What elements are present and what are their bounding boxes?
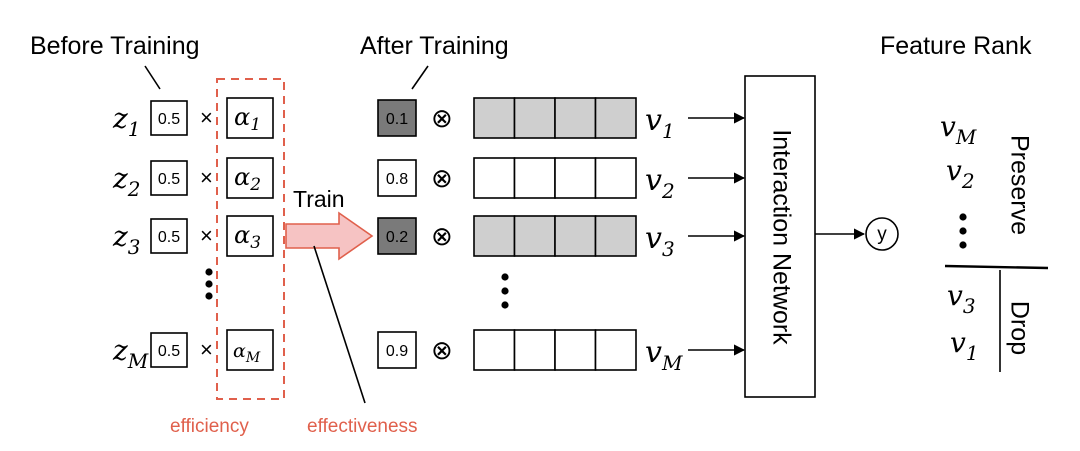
- otimes-symbol: ⊗: [431, 221, 453, 251]
- embedding-cell: [594, 215, 637, 257]
- embedding-cell: [513, 329, 556, 371]
- before-training-callout: [144, 65, 161, 90]
- embedding-cell: [513, 97, 556, 139]
- initial-gate-box: [150, 332, 188, 368]
- efficiency-dashed-box: [216, 78, 285, 400]
- trained-weight-box: [377, 217, 417, 255]
- feature-z-label: z1: [112, 102, 141, 141]
- effectiveness-callout: [313, 245, 366, 404]
- output-label: y: [877, 224, 887, 245]
- trained-weight-box: [377, 331, 417, 369]
- embedding-cell: [554, 215, 597, 257]
- embedding-cell: [594, 329, 637, 371]
- multiply-symbol: ×: [200, 105, 213, 130]
- trained-weight-value: 0.2: [386, 229, 408, 246]
- middle-ellipsis: [501, 273, 509, 309]
- rank-drop-item-0: v3: [947, 279, 976, 318]
- embedding-cell: [473, 97, 516, 139]
- rank-ellipsis: [959, 213, 967, 249]
- rank-preserve-item-1: v2: [946, 154, 975, 193]
- multiply-symbol: ×: [200, 337, 213, 362]
- rank-preserve-item-0: vM: [940, 110, 977, 149]
- alpha-label: α2: [234, 163, 261, 195]
- preserve-list: vM v2: [940, 110, 977, 193]
- trained-weight-value: 0.1: [386, 111, 408, 128]
- drop-list: v3 v1: [947, 279, 979, 365]
- alpha-label: α1: [234, 103, 261, 135]
- trained-weight-box: [377, 159, 417, 197]
- embedding-cell: [554, 157, 597, 199]
- after-training-label: After Training: [360, 32, 509, 60]
- initial-gate-value: 0.5: [158, 111, 180, 128]
- interaction-network-label: Interaction Network: [767, 129, 795, 345]
- embedding-cell: [473, 215, 516, 257]
- alpha-label: α3: [234, 221, 261, 253]
- feature-z-label: zM: [112, 334, 149, 373]
- otimes-symbol: ⊗: [431, 335, 453, 365]
- initial-gate-box: [150, 100, 188, 136]
- trained-weight-value: 0.9: [386, 343, 408, 360]
- alpha-box: [226, 157, 274, 199]
- trained-weight-value: 0.8: [386, 171, 408, 188]
- feature-rows: z1 0.5 × α1 0.1 ⊗ v1 z2 0.5 × α2 0.8 ⊗ v2 z3 0.5 × α3 0.2 ⊗…: [112, 97, 746, 375]
- train-label: Train: [293, 186, 345, 212]
- feature-z-label: z2: [112, 162, 141, 201]
- embedding-v-label: v1: [645, 103, 675, 143]
- alpha-box: [226, 215, 274, 257]
- embedding-cell: [594, 157, 637, 199]
- alpha-box: [226, 329, 274, 371]
- effectiveness-label: effectiveness: [307, 416, 418, 437]
- feature-row: z2 0.5 × α2 0.8 ⊗ v2: [112, 157, 746, 203]
- embedding-cell: [513, 157, 556, 199]
- initial-gate-value: 0.5: [158, 171, 180, 188]
- embedding-cell: [594, 97, 637, 139]
- preserve-label: Preserve: [1005, 135, 1033, 235]
- embedding-cell: [473, 329, 516, 371]
- before-training-label: Before Training: [30, 32, 200, 60]
- feature-rank-label: Feature Rank: [880, 32, 1032, 60]
- rank-divider: [944, 264, 1049, 270]
- feature-row: z1 0.5 × α1 0.1 ⊗ v1: [112, 97, 746, 143]
- initial-gate-value: 0.5: [158, 343, 180, 360]
- interaction-network-box: [744, 75, 816, 398]
- embedding-cell: [473, 157, 516, 199]
- initial-gate-box: [150, 160, 188, 196]
- rank-drop-item-1: v1: [950, 326, 979, 365]
- left-ellipsis: [205, 268, 213, 300]
- embedding-v-label: vM: [645, 335, 683, 375]
- initial-gate-box: [150, 218, 188, 254]
- after-training-callout: [411, 65, 429, 90]
- efficiency-label: efficiency: [170, 416, 249, 437]
- embedding-v-label: v3: [645, 221, 675, 261]
- multiply-symbol: ×: [200, 165, 213, 190]
- alpha-label: αM: [233, 340, 261, 366]
- embedding-cell: [513, 215, 556, 257]
- drop-label: Drop: [1005, 301, 1033, 355]
- embedding-cell: [554, 97, 597, 139]
- otimes-symbol: ⊗: [431, 163, 453, 193]
- feature-z-label: z3: [112, 220, 141, 259]
- feature-row: zM 0.5 × αM 0.9 ⊗ vM: [112, 329, 746, 375]
- train-arrow-icon: [285, 211, 374, 261]
- initial-gate-value: 0.5: [158, 229, 180, 246]
- alpha-box: [226, 97, 274, 139]
- multiply-symbol: ×: [200, 223, 213, 248]
- otimes-symbol: ⊗: [431, 103, 453, 133]
- trained-weight-box: [377, 99, 417, 137]
- embedding-cell: [554, 329, 597, 371]
- output-node: [865, 217, 899, 251]
- feature-row: z3 0.5 × α3 0.2 ⊗ v3: [112, 215, 746, 261]
- embedding-v-label: v2: [645, 163, 675, 203]
